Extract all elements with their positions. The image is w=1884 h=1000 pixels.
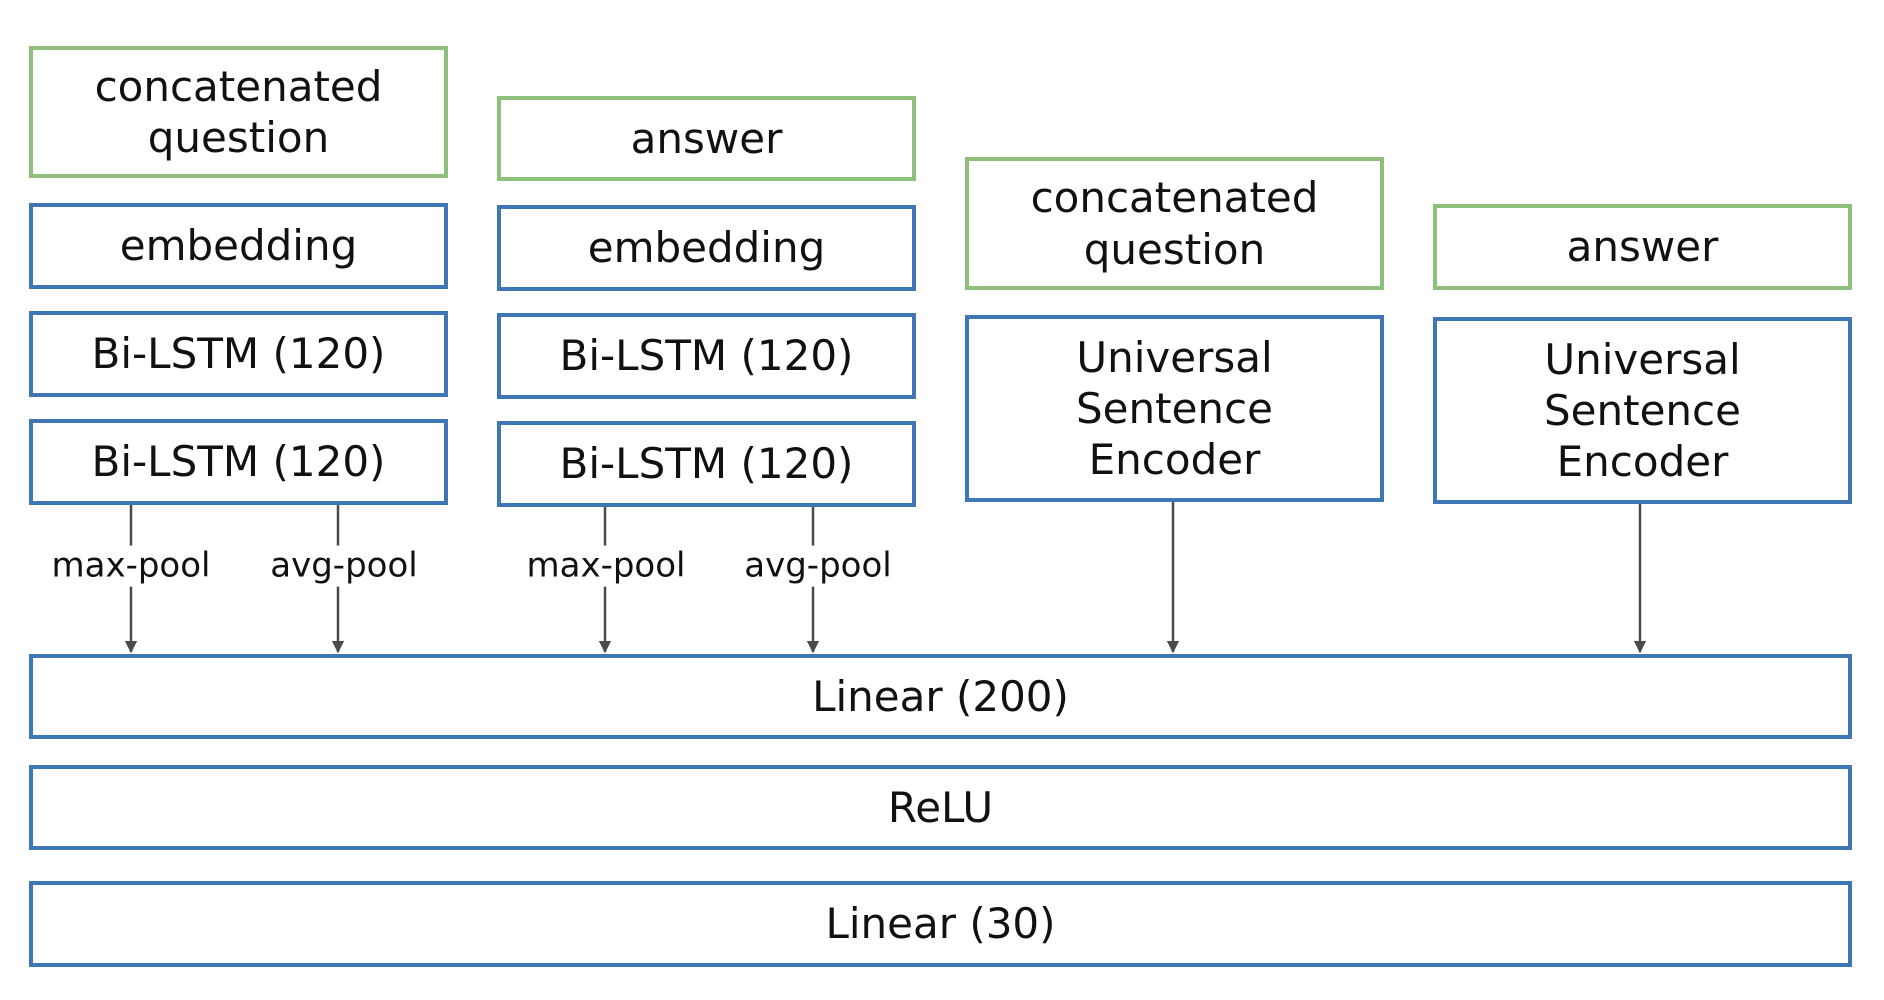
linear-30-box: Linear (30) — [29, 881, 1852, 967]
col1-bilstm1-box: Bi-LSTM (120) — [29, 311, 448, 397]
col3-encoder-box: Universal Sentence Encoder — [965, 315, 1384, 502]
col2-input-line1: answer — [630, 113, 783, 163]
col4-encoder-box: Universal Sentence Encoder — [1433, 317, 1852, 504]
linear-200-box: Linear (200) — [29, 654, 1852, 739]
linear-30-label: Linear (30) — [825, 899, 1056, 949]
col1-embedding-box: embedding — [29, 203, 448, 289]
col2-bilstm1-box: Bi-LSTM (120) — [497, 313, 916, 399]
col2-embedding-label: embedding — [587, 223, 826, 273]
col2-embedding-box: embedding — [497, 205, 916, 291]
col1-input-line2: question — [147, 113, 330, 162]
col4-input-box: answer — [1433, 204, 1852, 290]
col3-input-box: concatenated question — [965, 157, 1384, 290]
col1-avgpool-label: avg-pool — [266, 545, 422, 587]
col3-input-line1: concatenated — [1030, 173, 1319, 223]
col3-input-line2: question — [1083, 224, 1266, 274]
col4-encoder-line2: Sentence — [1544, 385, 1741, 435]
col2-bilstm2-box: Bi-LSTM (120) — [497, 421, 916, 507]
col3-encoder-line3: Encoder — [1088, 435, 1261, 485]
col2-maxpool-label: max-pool — [522, 545, 690, 587]
col1-maxpool-label: max-pool — [47, 545, 215, 587]
col3-encoder-line1: Universal — [1076, 332, 1273, 382]
col4-encoder-line1: Universal — [1544, 334, 1741, 384]
col2-bilstm1-label: Bi-LSTM (120) — [559, 331, 854, 381]
col1-input-line1: concatenated — [94, 61, 383, 111]
col1-bilstm2-label: Bi-LSTM (120) — [91, 437, 386, 487]
col2-input-box: answer — [497, 96, 916, 181]
col1-embedding-label: embedding — [119, 221, 358, 271]
relu-label: ReLU — [887, 782, 994, 832]
col1-bilstm1-label: Bi-LSTM (120) — [91, 329, 386, 379]
col4-encoder-line3: Encoder — [1556, 437, 1729, 487]
col1-input-box: concatenated question — [29, 46, 448, 178]
col3-encoder-line2: Sentence — [1076, 383, 1273, 433]
relu-box: ReLU — [29, 765, 1852, 850]
col2-avgpool-label: avg-pool — [740, 545, 896, 587]
col4-input-line1: answer — [1566, 222, 1719, 272]
linear-200-label: Linear (200) — [812, 671, 1069, 721]
col2-bilstm2-label: Bi-LSTM (120) — [559, 439, 854, 489]
col1-bilstm2-box: Bi-LSTM (120) — [29, 419, 448, 505]
